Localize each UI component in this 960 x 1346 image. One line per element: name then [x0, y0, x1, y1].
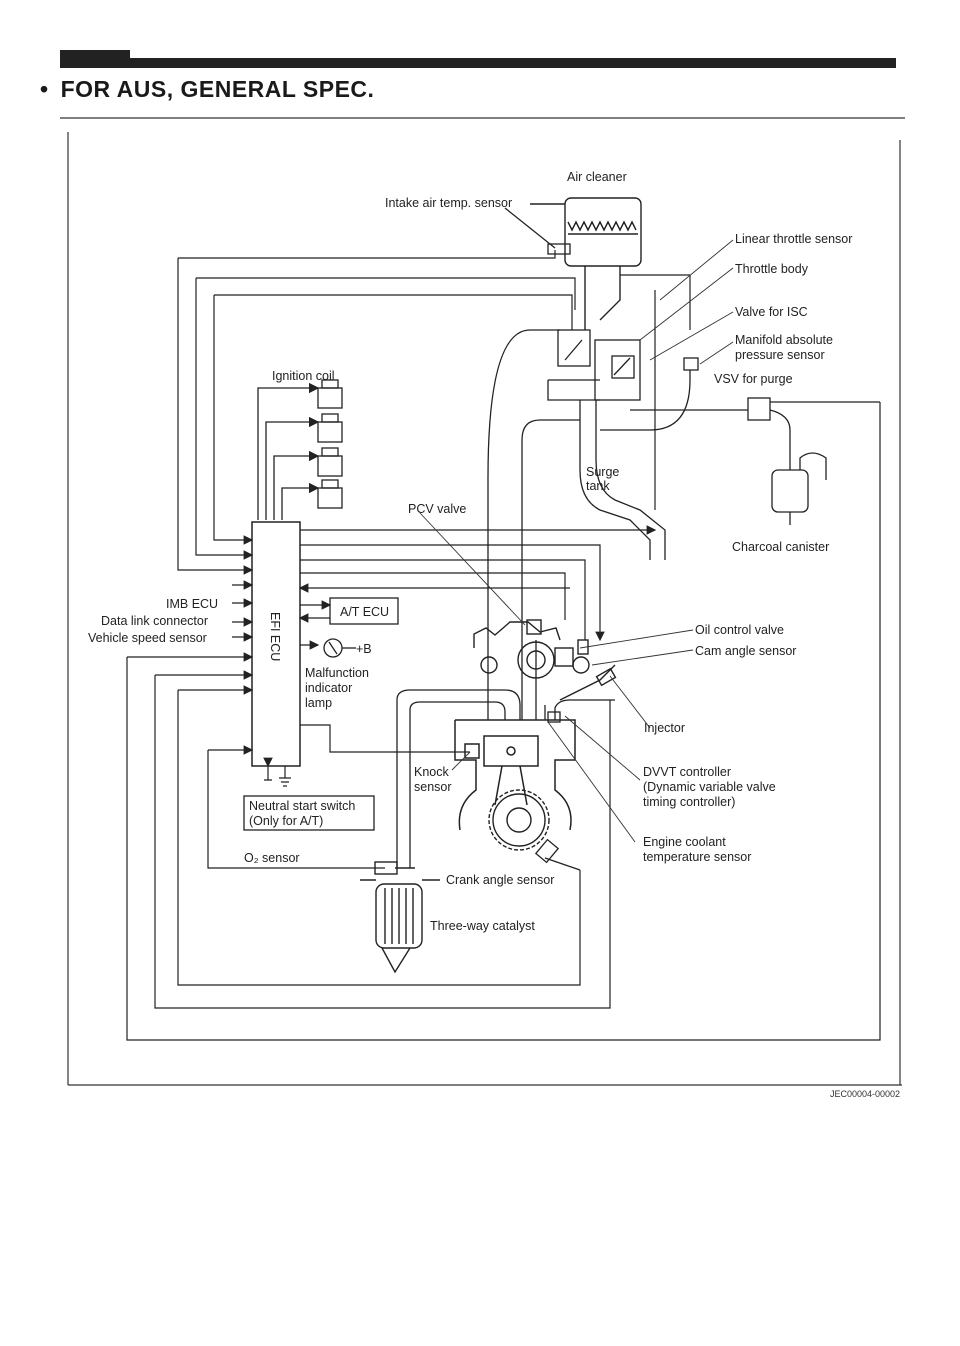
- label-mil-2: indicator: [305, 681, 352, 695]
- label-ect-2: temperature sensor: [643, 850, 751, 864]
- label-efi-ecu: EFI ECU: [268, 612, 282, 661]
- label-mil-3: lamp: [305, 696, 332, 710]
- label-manifold-pressure-2: pressure sensor: [735, 348, 825, 362]
- label-ect-1: Engine coolant: [643, 835, 726, 849]
- ignition-coils: [257, 379, 343, 520]
- label-ref-code: JEC00004-00002: [830, 1089, 900, 1099]
- intake-air-temp-sensor-symbol: [504, 207, 571, 255]
- label-pcv-valve: PCV valve: [408, 502, 466, 516]
- label-crank-angle-sensor: Crank angle sensor: [446, 873, 554, 887]
- label-charcoal-canister: Charcoal canister: [732, 540, 829, 554]
- label-dvvt-3: timing controller): [643, 795, 735, 809]
- page-title: •FOR AUS, GENERAL SPEC.: [40, 76, 375, 102]
- label-knock-1: Knock: [414, 765, 449, 779]
- at-ecu-box: [329, 597, 399, 625]
- label-throttle-body: Throttle body: [735, 262, 809, 276]
- label-nss-1: Neutral start switch: [249, 799, 355, 813]
- crankshaft-gear: [488, 789, 550, 851]
- label-knock-2: sensor: [414, 780, 452, 794]
- vsv-purge: [630, 397, 880, 470]
- label-valve-for-isc: Valve for ISC: [735, 305, 808, 319]
- label-cam-angle-sensor: Cam angle sensor: [695, 644, 796, 658]
- label-intake-air-temp-sensor: Intake air temp. sensor: [385, 196, 512, 210]
- neutral-start-switch-box: [243, 795, 375, 831]
- label-surge-tank-1: Surge: [586, 465, 619, 479]
- label-manifold-pressure-1: Manifold absolute: [735, 333, 833, 347]
- crank-angle-sensor-symbol: [534, 838, 581, 871]
- cylinder-head: [473, 619, 617, 701]
- exhaust-intake-runners: [396, 329, 615, 868]
- label-data-link-connector: Data link connector: [101, 614, 208, 628]
- label-air-cleaner: Air cleaner: [567, 170, 627, 184]
- label-oil-control-valve: Oil control valve: [695, 623, 784, 637]
- label-o2-sensor: O₂ sensor: [244, 851, 300, 865]
- label-dvvt-2: (Dynamic variable valve: [643, 780, 776, 794]
- label-surge-tank-2: tank: [586, 479, 610, 493]
- label-vsv-for-purge: VSV for purge: [714, 372, 793, 386]
- label-injector: Injector: [644, 721, 685, 735]
- surge-tank: [579, 357, 699, 560]
- leader-lines: [419, 239, 734, 843]
- label-at-ecu: A/T ECU: [340, 605, 389, 619]
- label-linear-throttle-sensor: Linear throttle sensor: [735, 232, 852, 246]
- label-nss-2: (Only for A/T): [249, 814, 323, 828]
- header-rule: [60, 58, 896, 68]
- label-three-way-catalyst: Three-way catalyst: [430, 919, 535, 933]
- three-way-catalyst-symbol: [360, 861, 440, 974]
- engine-block: [454, 719, 576, 831]
- header-mark: [60, 50, 130, 60]
- ecu-wiring: [126, 250, 881, 1041]
- label-dvvt-1: DVVT controller: [643, 765, 731, 779]
- throttle-body: [547, 329, 641, 401]
- charcoal-canister: [771, 452, 827, 525]
- diagram-frame: [60, 117, 905, 1086]
- label-plus-b: +B: [356, 642, 372, 656]
- label-vehicle-speed-sensor: Vehicle speed sensor: [88, 631, 207, 645]
- malfunction-lamp-symbol: [323, 638, 356, 658]
- air-cleaner: [530, 197, 642, 330]
- label-imb-ecu: IMB ECU: [166, 597, 218, 611]
- label-mil-1: Malfunction: [305, 666, 369, 680]
- label-ignition-coil: Ignition coil: [272, 369, 335, 383]
